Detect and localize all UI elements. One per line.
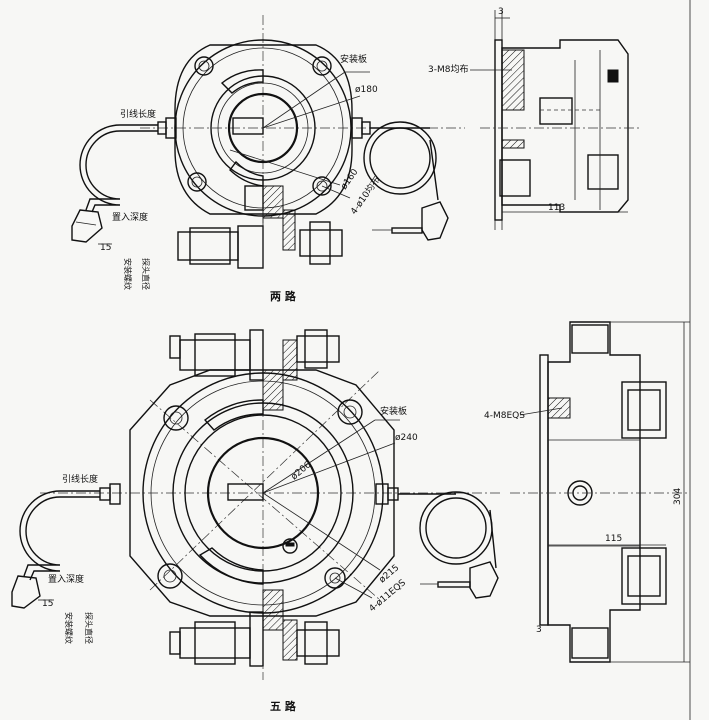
two-way-side-view: 3 3-M8均布 113	[428, 7, 640, 230]
caption-two-way: 两 路	[270, 289, 297, 303]
label-mount-plate-bottom: 安装板	[380, 405, 407, 417]
label-probe-dia-bottom: 探头直径	[84, 612, 94, 644]
label-dim3-side-top: 3	[498, 7, 504, 17]
label-mount-thread-top: 安装螺纹	[123, 258, 133, 290]
five-way-front-view	[11, 329, 500, 680]
two-way-front-view	[71, 15, 465, 269]
label-dim115: 115	[605, 534, 622, 544]
label-dia180: ø180	[355, 85, 378, 95]
label-dim3-side-bottom: 3	[536, 625, 542, 635]
label-bolts-side-top: 3-M8均布	[428, 63, 468, 75]
label-dim113: 113	[548, 203, 565, 213]
probe-right-bottom	[420, 561, 499, 599]
label-dim304: 304	[673, 488, 683, 505]
label-bolts-side-bottom: 4-M8EQS	[484, 411, 525, 421]
probe-right-top	[372, 201, 449, 241]
label-probe-dia-top: 探头直径	[141, 258, 151, 290]
caption-five-way: 五 路	[270, 699, 297, 713]
five-way-side-view: 4-M8EQS 304 115 3	[484, 321, 690, 663]
label-mount-plate-top: 安装板	[340, 53, 367, 65]
label-lead-length-top: 引线长度	[120, 108, 156, 120]
probe-left-top	[71, 209, 103, 243]
label-dia160: ø160	[339, 167, 360, 192]
label-lead-length-bottom: 引线长度	[62, 473, 98, 485]
label-dim15-top: 15	[100, 243, 111, 253]
label-insert-depth-top: 置入深度	[112, 211, 148, 223]
label-mount-thread-bottom: 安装螺纹	[64, 612, 74, 644]
label-dim15-bottom: 15	[42, 599, 53, 609]
label-holes-bottom: 4-ø11EQS	[368, 578, 409, 614]
probe-left-bottom	[11, 575, 41, 609]
label-insert-depth-bottom: 置入深度	[48, 573, 84, 585]
label-dia240: ø240	[395, 433, 418, 443]
